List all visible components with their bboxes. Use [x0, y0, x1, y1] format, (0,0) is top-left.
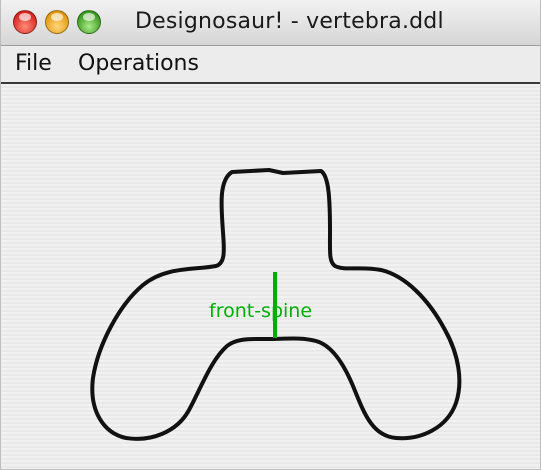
- zoom-window-button[interactable]: [77, 10, 101, 34]
- minimize-window-button[interactable]: [45, 10, 69, 34]
- close-window-button[interactable]: [13, 10, 37, 34]
- menu-operations[interactable]: Operations: [78, 51, 199, 76]
- drawing-surface[interactable]: front-spine: [1, 84, 541, 470]
- vertebra-outline[interactable]: [90, 168, 462, 441]
- drawing-canvas[interactable]: front-spine: [1, 84, 541, 470]
- menu-file[interactable]: File: [15, 51, 52, 76]
- title-bar[interactable]: Designosaur! - vertebra.ddl: [1, 0, 540, 46]
- front-spine-label: front-spine: [209, 300, 312, 322]
- window-title: Designosaur! - vertebra.ddl: [135, 9, 444, 34]
- menu-bar: File Operations: [1, 46, 540, 84]
